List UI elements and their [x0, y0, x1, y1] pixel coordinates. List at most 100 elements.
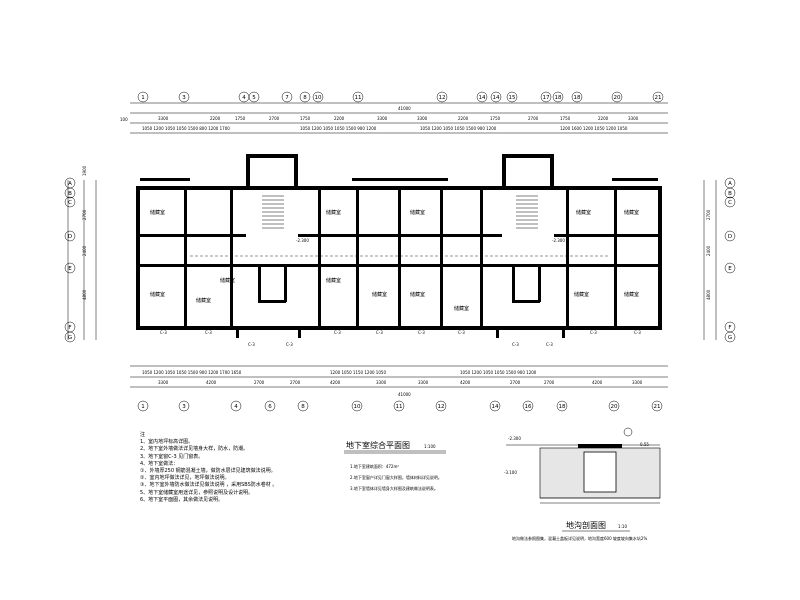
svg-text:2700: 2700: [82, 209, 87, 220]
room-label: 储藏室: [326, 277, 341, 284]
svg-text:1200 1050 1150 1200 1050: 1200 1050 1150 1200 1050: [330, 370, 386, 375]
svg-text:3300: 3300: [417, 116, 428, 121]
svg-text:1750: 1750: [300, 116, 311, 121]
svg-text:1050 1200 1050 1050 1500 900 1: 1050 1200 1050 1050 1500 900 1200: [420, 126, 497, 131]
svg-text:E: E: [68, 266, 72, 272]
svg-text:16: 16: [525, 404, 532, 410]
svg-text:B: B: [728, 191, 732, 197]
svg-text:2200: 2200: [334, 116, 345, 121]
svg-text:F: F: [728, 325, 731, 331]
svg-text:4200: 4200: [592, 380, 603, 385]
room-label: 储藏室: [576, 209, 591, 216]
svg-text:C-3: C-3: [590, 330, 597, 335]
room-label: 储藏室: [454, 305, 469, 312]
svg-text:C: C: [68, 200, 72, 206]
svg-text:21: 21: [655, 95, 662, 101]
svg-text:3300: 3300: [632, 380, 643, 385]
svg-text:2700: 2700: [528, 116, 539, 121]
note-item: 3、地下室窗C-3 见门窗表。: [140, 453, 204, 460]
svg-text:C-3: C-3: [248, 342, 255, 347]
svg-text:18: 18: [559, 404, 566, 410]
svg-text:100: 100: [120, 117, 128, 122]
svg-text:4: 4: [242, 95, 246, 101]
svg-text:3300: 3300: [418, 380, 429, 385]
svg-text:4800: 4800: [706, 289, 711, 300]
level-mark: -2.300: [552, 238, 565, 243]
room-label: 储藏室: [624, 291, 639, 298]
room-label: 储藏室: [220, 277, 235, 284]
svg-text:1050 1200 1050 1050 1500 900 1: 1050 1200 1050 1050 1500 900 1200: [300, 126, 377, 131]
plan-note-line: 2.地下室窗户详见门窗大样图，墙体材料详见说明。: [350, 474, 442, 480]
svg-text:2700: 2700: [290, 380, 301, 385]
svg-text:C-3: C-3: [512, 342, 519, 347]
detail-scale: 1:10: [618, 524, 627, 529]
svg-text:C-3: C-3: [546, 342, 553, 347]
note-item: ①、外墙厚250 钢筋混凝土墙，做防水层详见建筑做法说明。: [140, 468, 276, 475]
room-label: 储藏室: [410, 209, 425, 216]
svg-text:2700: 2700: [706, 209, 711, 220]
svg-text:C-3: C-3: [334, 330, 341, 335]
svg-text:11: 11: [396, 404, 403, 410]
svg-text:C-3: C-3: [205, 330, 212, 335]
detail-label-top: -2.300: [508, 436, 521, 441]
svg-text:1750: 1750: [235, 116, 246, 121]
trench-section-detail: -2.300 -3.100 0.55 地沟剖面图 1:10 地沟做法参照图集，混…: [504, 427, 661, 541]
plan-title-block: 地下室综合平面图 1:100 1.地下室建筑面积：472m² 2.地下室窗户详见…: [344, 440, 446, 491]
top-dimension-lines: 41000 100 3300 2200 1750 2700 1750 2200 …: [120, 102, 668, 134]
svg-text:3300: 3300: [628, 116, 639, 121]
svg-text:C-3: C-3: [376, 330, 383, 335]
svg-text:4200: 4200: [460, 380, 471, 385]
detail-title: 地沟剖面图: [566, 520, 606, 530]
svg-text:5: 5: [252, 95, 256, 101]
note-item: 6、地下室平面图，其余做法见说明。: [140, 496, 224, 503]
note-item: 2、地下室外墙做法详见墙身大样，防水，防潮。: [140, 446, 249, 453]
svg-text:4200: 4200: [330, 380, 341, 385]
svg-text:8: 8: [303, 95, 307, 101]
svg-text:18: 18: [574, 95, 581, 101]
svg-text:1050 1200 1050 1050 1500 800 1: 1050 1200 1050 1050 1500 800 1200 1700: [142, 126, 230, 131]
svg-text:17: 17: [543, 95, 550, 101]
svg-text:2700: 2700: [510, 380, 521, 385]
detail-label-right: 0.55: [640, 442, 649, 447]
svg-text:14: 14: [479, 95, 486, 101]
svg-text:15: 15: [509, 95, 516, 101]
svg-text:1200 1600 1200 1050 1200 1050: 1200 1600 1200 1050 1200 1050: [560, 126, 628, 131]
svg-text:C-3: C-3: [160, 330, 167, 335]
svg-text:3: 3: [182, 404, 186, 410]
plan-title: 地下室综合平面图: [346, 440, 410, 450]
svg-text:20: 20: [611, 404, 618, 410]
svg-text:1050 1200 1050 1050 1500 900 1: 1050 1200 1050 1050 1500 900 1200 1700 1…: [142, 370, 242, 375]
svg-text:2700: 2700: [269, 116, 280, 121]
general-notes: 注 1、室内地坪标高详图。 2、地下室外墙做法详见墙身大样，防水，防潮。 3、地…: [140, 432, 330, 504]
svg-text:2200: 2200: [458, 116, 469, 121]
svg-text:F: F: [68, 325, 71, 331]
svg-text:G: G: [728, 335, 732, 341]
room-labels: 储藏室 储藏室 储藏室 储藏室 储藏室 储藏室 储藏室 储藏室 储藏室 储藏室 …: [150, 209, 639, 312]
window-labels: C-3 C-3 C-3 C-3 C-3 C-3 C-3 C-3 C-3 C-3 …: [160, 330, 641, 347]
svg-text:A: A: [68, 181, 72, 187]
svg-text:1750: 1750: [490, 116, 501, 121]
svg-text:2200: 2200: [210, 116, 221, 121]
svg-text:E: E: [728, 266, 732, 272]
svg-text:18: 18: [555, 95, 562, 101]
svg-text:C-3: C-3: [286, 342, 293, 347]
svg-text:20: 20: [614, 95, 621, 101]
note-item: 4、地下室做法：: [140, 460, 179, 467]
svg-text:2700: 2700: [254, 380, 265, 385]
svg-text:10: 10: [315, 95, 322, 101]
svg-text:7: 7: [285, 95, 289, 101]
svg-text:1: 1: [141, 404, 145, 410]
top-axis-markers: 1 3 4 5 7 8 10 11 12 14 14 15 17 18 18 2…: [137, 91, 664, 103]
svg-text:2400: 2400: [82, 245, 87, 256]
overall-dimension-top: 41000: [398, 106, 411, 111]
detail-caption: 地沟做法参照图集，混凝土盖板详见说明，地沟宽度600 坡度坡向集水坑2%: [512, 535, 647, 541]
svg-text:G: G: [68, 335, 72, 341]
room-label: 储藏室: [196, 297, 211, 304]
svg-text:12: 12: [438, 404, 445, 410]
svg-text:1: 1: [141, 95, 145, 101]
stair-treads: [190, 195, 608, 257]
room-label: 储藏室: [372, 291, 387, 298]
svg-text:11: 11: [355, 95, 362, 101]
svg-text:3: 3: [182, 95, 186, 101]
